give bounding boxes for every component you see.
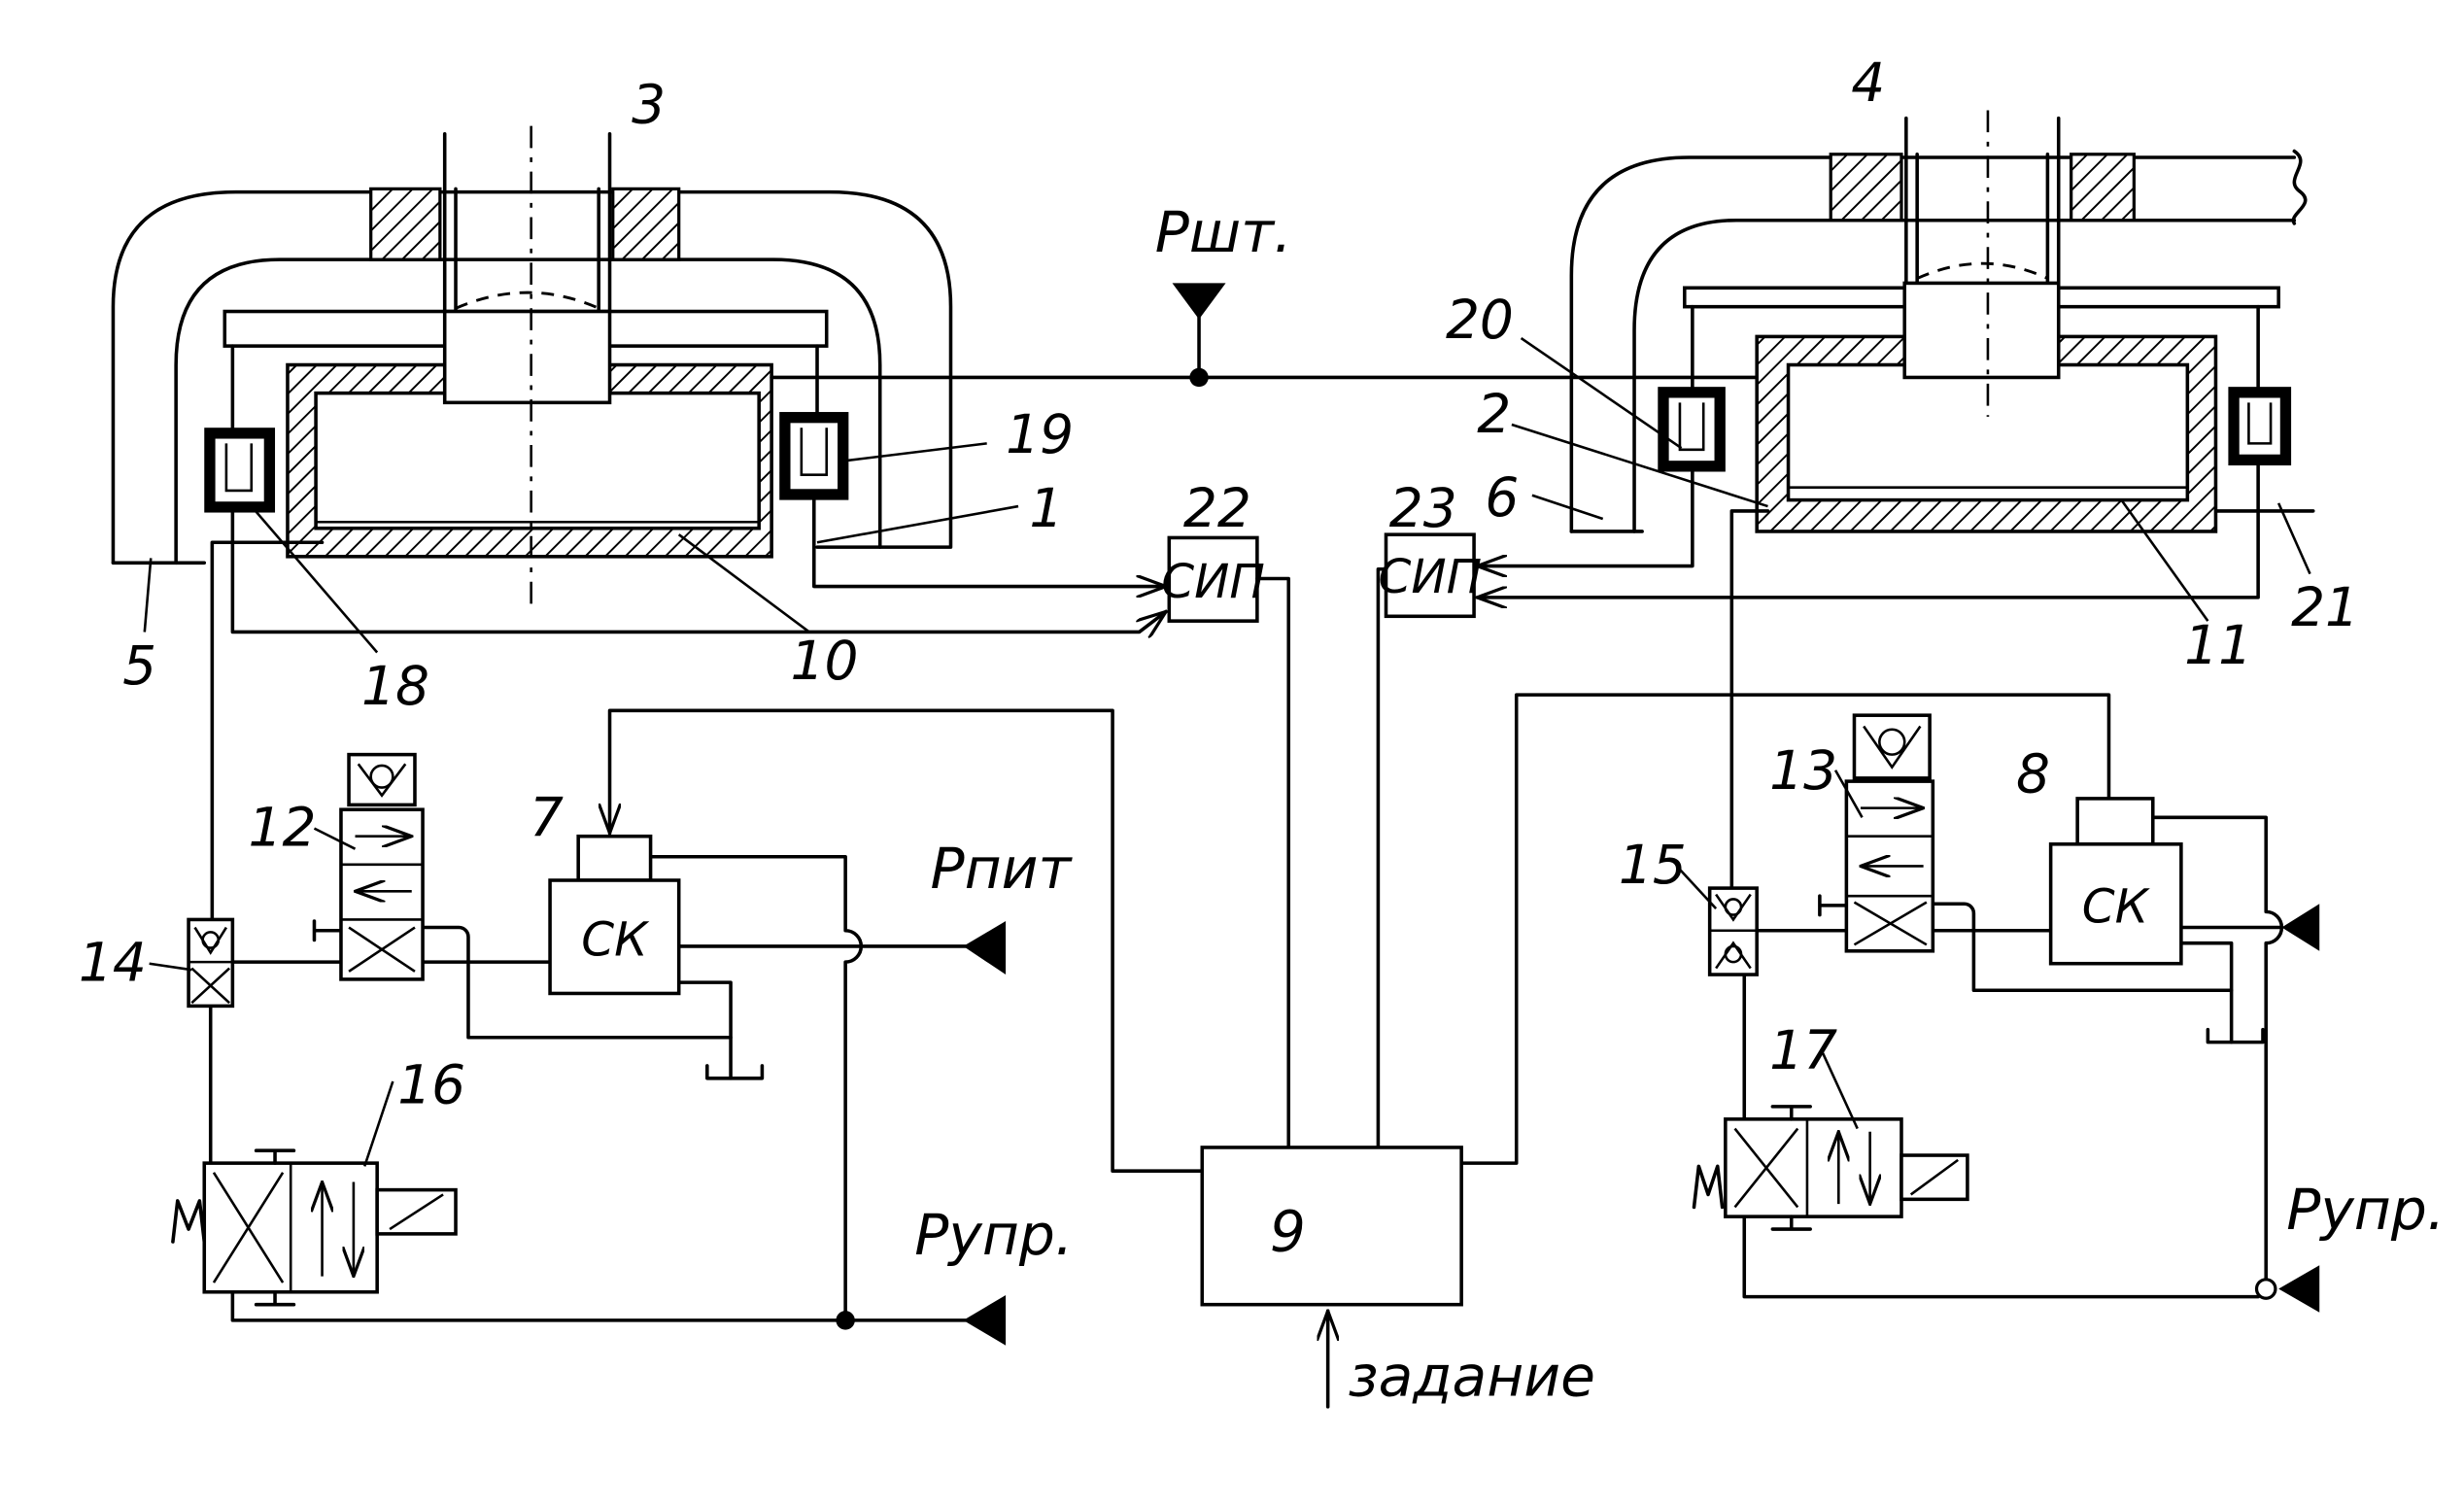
- part-label-7: 7: [530, 787, 564, 849]
- left-supply-triangle: [963, 921, 1007, 975]
- left-sensor-signal-lines: [230, 497, 1166, 633]
- part-label-12: 12: [249, 796, 317, 858]
- valve-13: [1844, 713, 1935, 953]
- part-label-23: 23: [1389, 477, 1457, 539]
- sensor-19: [779, 412, 849, 500]
- left-control-triangle: [963, 1294, 1007, 1346]
- valve-16: [171, 1148, 458, 1307]
- part-label-4: 4: [1851, 51, 1885, 114]
- right-supply-triangle: [2281, 904, 2320, 951]
- rod-pressure-line: [770, 283, 1759, 388]
- part-label-6: 6: [1485, 466, 1519, 529]
- controller-connections: [610, 566, 2111, 1409]
- left-rod-3: [442, 125, 612, 605]
- sensor-20: [1658, 387, 1726, 472]
- part-label-17: 17: [1769, 1019, 1837, 1081]
- sip-right-text: СИП: [1378, 550, 1482, 604]
- sk-left-text: СК: [581, 913, 650, 968]
- right-control-pressure-label: Рупр.: [2286, 1177, 2445, 1243]
- right-sensor-signal-lines: [1475, 463, 2260, 598]
- part-label-2: 2: [1477, 383, 1511, 445]
- check-valve-15: [1707, 886, 1759, 976]
- left-cylinder-10: [286, 362, 773, 559]
- leader-lines: [143, 336, 2311, 1167]
- supply-pressure-label: Рпит: [930, 836, 1073, 902]
- part-label-21: 21: [2291, 576, 2359, 638]
- right-rod-4: [1902, 110, 2061, 417]
- part-label-11: 11: [2184, 614, 2252, 676]
- rod-pressure-label: Ршт.: [1155, 199, 1292, 265]
- right-hydraulic-lines: [1729, 509, 2284, 1300]
- part-label-20: 20: [1446, 289, 1514, 351]
- sip-block-22: СИП: [1161, 535, 1265, 623]
- right-control-triangle: [2278, 1265, 2320, 1313]
- controller-label: 9: [1270, 1199, 1306, 1265]
- controller-block-9: 9: [1200, 1146, 1463, 1307]
- left-control-pressure-label: Рупр.: [914, 1202, 1073, 1268]
- part-label-16: 16: [397, 1054, 465, 1116]
- command-input-label: задание: [1349, 1343, 1595, 1409]
- part-label-10: 10: [791, 630, 859, 692]
- part-labels: 1 2 3 4 5 6 7 8 10 11 12 13 14 15 16 17 …: [79, 51, 2359, 1116]
- part-label-22: 22: [1183, 477, 1251, 539]
- check-valve-14: [187, 917, 235, 1009]
- sk-block-7: СК: [548, 834, 681, 996]
- part-label-14: 14: [79, 932, 147, 994]
- right-housing-6: [1569, 149, 2315, 533]
- sensor-18: [204, 428, 276, 513]
- part-label-15: 15: [1619, 834, 1687, 896]
- sip-block-23: СИП: [1378, 532, 1482, 619]
- part-label-19: 19: [1006, 403, 1074, 465]
- sip-left-text: СИП: [1161, 555, 1265, 609]
- sk-block-8: СК: [2048, 797, 2183, 966]
- part-label-8: 8: [2016, 742, 2050, 804]
- part-label-18: 18: [361, 655, 429, 717]
- part-label-1: 1: [1029, 477, 1063, 539]
- part-label-13: 13: [1769, 739, 1837, 802]
- part-label-3: 3: [632, 73, 666, 135]
- left-hydraulic-lines: [208, 540, 969, 1330]
- valve-17: [1692, 1105, 1969, 1231]
- right-hatched-supports: [1829, 153, 2136, 222]
- part-label-5: 5: [122, 634, 156, 697]
- left-housing-5: [111, 189, 953, 565]
- left-hatched-supports: [369, 187, 681, 261]
- valve-12: [339, 752, 425, 981]
- sensor-21: [2228, 387, 2292, 466]
- sk-right-text: СК: [2082, 880, 2151, 935]
